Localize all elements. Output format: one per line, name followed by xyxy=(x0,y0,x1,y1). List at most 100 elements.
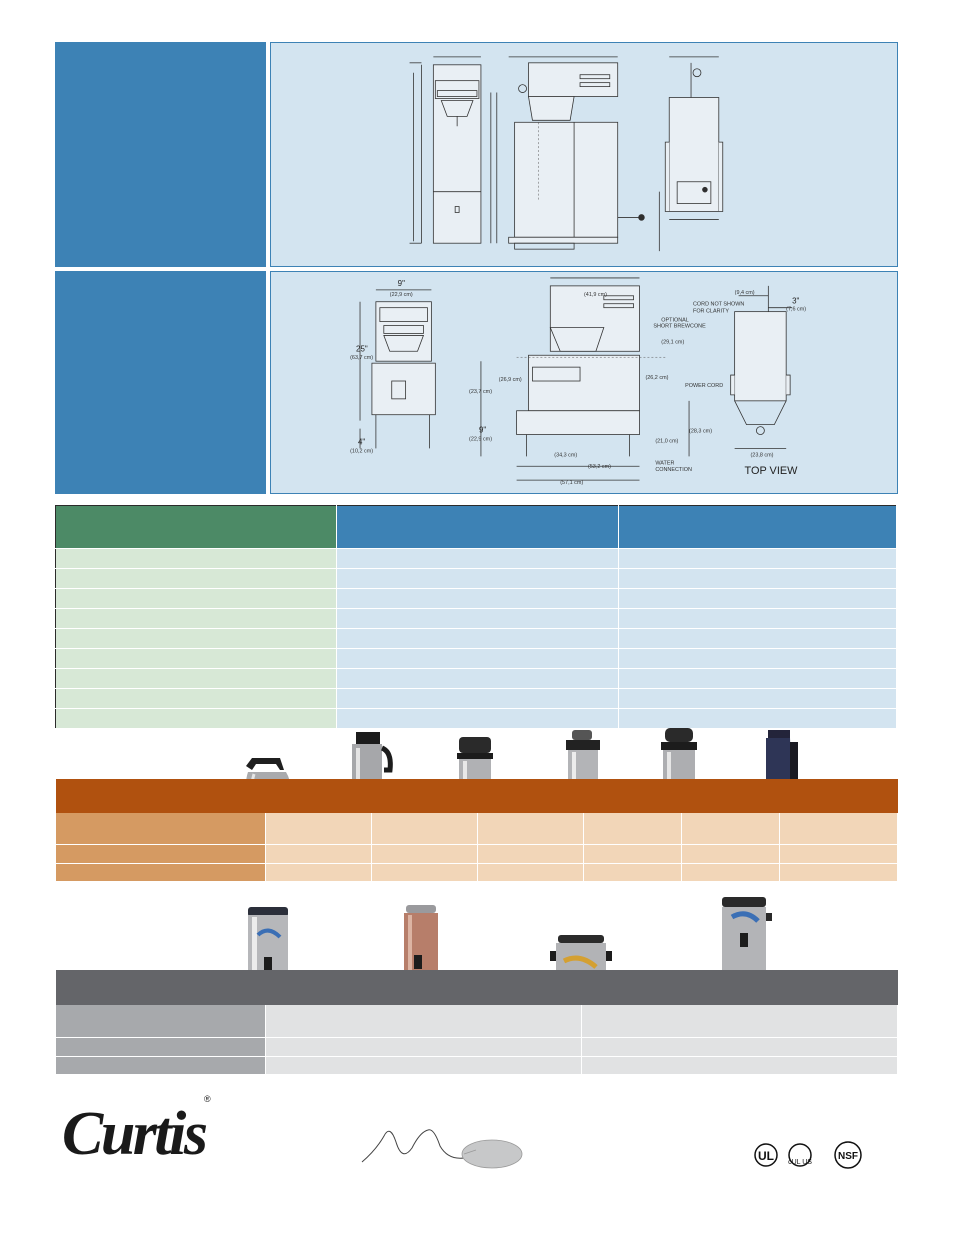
spec-header-cell xyxy=(618,505,897,549)
grid-cell xyxy=(371,844,478,864)
nsf-icon: NSF xyxy=(834,1141,862,1169)
side-h3-label: (23,7 cm) xyxy=(469,389,492,395)
grid-cell xyxy=(779,813,898,845)
section-label-block-bottom xyxy=(55,271,266,494)
spec-cell xyxy=(618,648,897,669)
tea-dispenser-row xyxy=(56,1056,898,1075)
dimension-drawing-top xyxy=(409,56,724,252)
grid-cell xyxy=(779,844,898,864)
tea-dispenser-table xyxy=(56,1005,898,1075)
side-water-connection-line1: WATER xyxy=(655,460,674,466)
top-cord-note-line2: FOR CLARITY xyxy=(693,309,729,315)
dimension-drawing-panel-top xyxy=(270,42,898,267)
cul-us-icon: cUL US xyxy=(788,1143,812,1167)
spec-cell xyxy=(336,648,619,669)
spec-cell xyxy=(55,628,337,649)
front-width-cm-label: (22,9 cm) xyxy=(390,292,413,298)
side-d3-label: (57,1 cm) xyxy=(560,480,583,486)
spec-cell xyxy=(55,688,337,709)
front-leg-cm-label: (10,2 cm) xyxy=(350,448,373,454)
logo-registered-mark: ® xyxy=(204,1094,211,1104)
side-power-cord-label: POWER CORD xyxy=(685,383,723,389)
spec-cell xyxy=(618,628,897,649)
spec-header-cell xyxy=(336,505,619,549)
spec-row xyxy=(55,568,897,589)
side-d2-label: (53,2 cm) xyxy=(588,464,611,470)
spec-row xyxy=(55,668,897,689)
tea-dispenser-row xyxy=(56,1037,898,1057)
spec-cell xyxy=(336,548,619,569)
grid-cell xyxy=(581,1037,898,1057)
spec-row xyxy=(55,588,897,609)
side-h2-label: (26,9 cm) xyxy=(499,377,522,383)
front-view-tall xyxy=(409,56,492,244)
spec-cell xyxy=(336,688,619,709)
spec-cell xyxy=(618,608,897,629)
front-height-cm-label: (63,7 cm) xyxy=(350,355,373,361)
spec-cell xyxy=(55,708,337,729)
cert-cul-text: cUL US xyxy=(788,1159,812,1166)
cert-ul-text: UL xyxy=(758,1149,774,1163)
spec-cell xyxy=(618,548,897,569)
grid-cell xyxy=(477,813,584,845)
side-brewcone-line1: OPTIONAL xyxy=(661,318,689,324)
top-w2-cm-label: (7,6 cm) xyxy=(786,307,806,313)
computer-mouse-icon xyxy=(360,1124,530,1174)
dimension-drawing-bottom: 9" (22,9 cm) 25" (63,7 cm) 4" (10,2 cm) … xyxy=(350,277,806,486)
grid-cell xyxy=(56,1005,266,1038)
grid-cell xyxy=(583,863,682,882)
spec-row xyxy=(55,608,897,629)
grid-cell xyxy=(581,1056,898,1075)
side-h5-label: (21,0 cm) xyxy=(655,438,678,444)
top-cord-note-line1: CORD NOT SHOWN xyxy=(693,302,744,308)
grid-cell xyxy=(265,863,372,882)
spec-cell xyxy=(618,668,897,689)
specification-table xyxy=(55,505,897,729)
spec-cell xyxy=(336,668,619,689)
grid-cell xyxy=(583,844,682,864)
side-h1-label: (29,1 cm) xyxy=(661,339,684,345)
spec-cell xyxy=(618,568,897,589)
ul-icon: UL xyxy=(754,1143,778,1167)
certification-marks: UL cUL US NSF xyxy=(752,1140,878,1170)
spec-cell xyxy=(618,708,897,729)
spec-cell xyxy=(336,708,619,729)
side-water-connection-line2: CONNECTION xyxy=(655,467,692,473)
spec-cell xyxy=(55,548,337,569)
grid-cell xyxy=(681,863,780,882)
grid-cell xyxy=(56,863,266,882)
spec-cell xyxy=(336,608,619,629)
grid-cell xyxy=(371,813,478,845)
grid-cell xyxy=(56,1037,266,1057)
side-leg-label: 9" xyxy=(479,426,486,435)
grid-cell xyxy=(265,844,372,864)
spec-row xyxy=(55,628,897,649)
dimension-drawing-panel-bottom: 9" (22,9 cm) 25" (63,7 cm) 4" (10,2 cm) … xyxy=(270,271,898,494)
spec-cell xyxy=(618,688,897,709)
grid-cell xyxy=(371,863,478,882)
tea-dispenser-header-bar xyxy=(56,970,898,1005)
spec-cell xyxy=(336,628,619,649)
spec-header-cell xyxy=(55,505,337,549)
spec-cell xyxy=(336,588,619,609)
grid-cell xyxy=(56,844,266,864)
spec-row xyxy=(55,688,897,709)
spec-cell xyxy=(55,648,337,669)
front-view-short: 9" (22,9 cm) 25" (63,7 cm) 4" (10,2 cm) xyxy=(350,279,436,454)
tea-dispenser-row xyxy=(56,1005,898,1038)
top-depth-label: (23,8 cm) xyxy=(750,452,773,458)
spec-cell xyxy=(336,568,619,589)
coffee-server-row xyxy=(56,844,898,864)
spec-cell xyxy=(55,608,337,629)
spec-row xyxy=(55,708,897,729)
side-view-tall xyxy=(496,56,660,252)
spec-header-row xyxy=(55,505,897,549)
top-w1-label: (9,4 cm) xyxy=(735,290,755,296)
grid-cell xyxy=(56,1056,266,1075)
grid-cell xyxy=(779,863,898,882)
side-h4-label: (26,2 cm) xyxy=(645,375,668,381)
coffee-server-row xyxy=(56,863,898,882)
